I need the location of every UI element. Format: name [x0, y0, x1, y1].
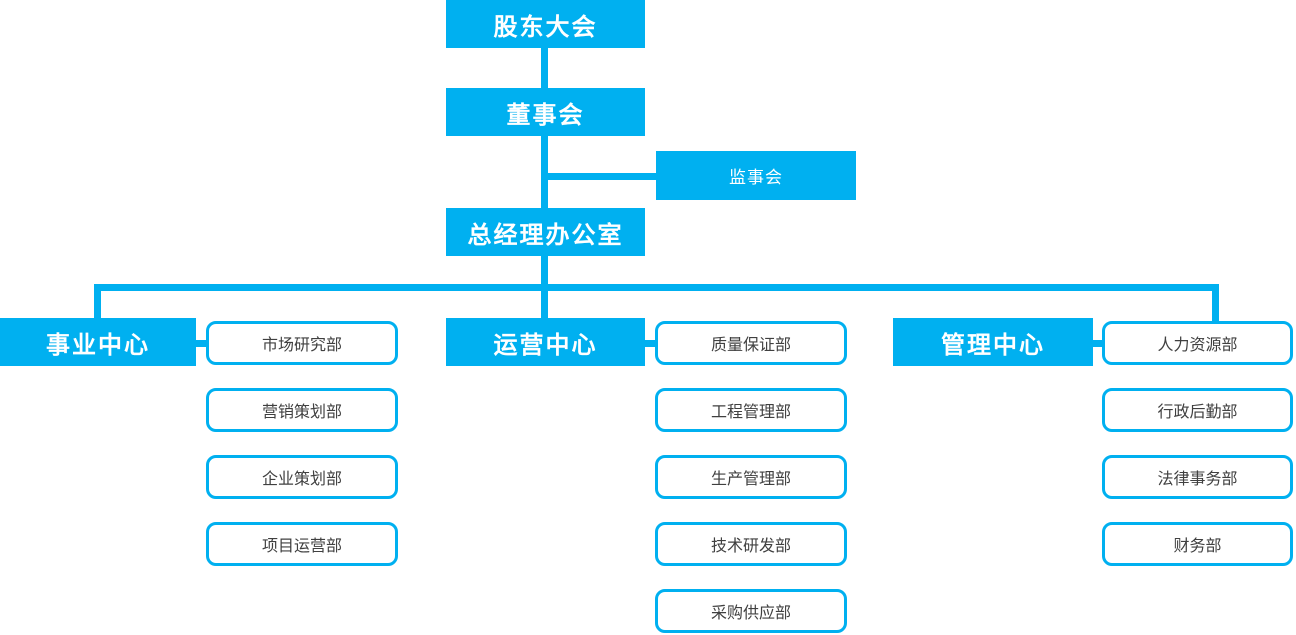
- org-dept-label: 生产管理部: [710, 471, 791, 488]
- org-node-label: 事业中心: [46, 331, 150, 359]
- org-node-supervisory-board: 监事会: [656, 151, 856, 200]
- connector-stub-business: [196, 340, 206, 347]
- org-node-label: 监事会: [729, 168, 783, 187]
- connector-gm-down: [541, 256, 548, 291]
- org-dept-corporate-planning: 企业策划部: [206, 455, 398, 499]
- org-dept-label: 工程管理部: [710, 404, 791, 421]
- connector-board-gm: [541, 136, 548, 208]
- connector-stub-management: [1093, 340, 1102, 347]
- org-dept-rnd: 技术研发部: [655, 522, 847, 566]
- org-dept-project-operations: 项目运营部: [206, 522, 398, 566]
- org-dept-production-management: 生产管理部: [655, 455, 847, 499]
- org-dept-label: 质量保证部: [710, 337, 791, 354]
- org-node-board-of-directors: 董事会: [446, 88, 645, 136]
- org-node-gm-office: 总经理办公室: [446, 208, 645, 256]
- org-dept-label: 营销策划部: [261, 404, 342, 421]
- org-node-business-center: 事业中心: [0, 318, 196, 366]
- org-dept-market-research: 市场研究部: [206, 321, 398, 365]
- org-node-label: 运营中心: [493, 331, 598, 359]
- org-dept-label: 行政后勤部: [1157, 404, 1238, 421]
- org-node-management-center: 管理中心: [893, 318, 1093, 366]
- org-node-operations-center: 运营中心: [446, 318, 645, 366]
- org-dept-label: 法律事务部: [1157, 471, 1238, 488]
- connector-drop-right: [1212, 284, 1219, 322]
- org-dept-human-resources: 人力资源部: [1102, 321, 1293, 365]
- org-dept-finance: 财务部: [1102, 522, 1293, 566]
- org-node-label: 总经理办公室: [467, 221, 624, 249]
- org-dept-quality-assurance: 质量保证部: [655, 321, 847, 365]
- org-dept-label: 市场研究部: [261, 337, 342, 354]
- connector-drop-left: [94, 284, 101, 318]
- org-node-label: 董事会: [506, 101, 585, 129]
- org-dept-procurement-supply: 采购供应部: [655, 589, 847, 633]
- org-node-label: 股东大会: [493, 13, 598, 41]
- org-dept-label: 财务部: [1173, 538, 1222, 555]
- org-dept-label: 技术研发部: [710, 538, 791, 555]
- connector-shareholders-board: [541, 48, 548, 88]
- org-dept-label: 人力资源部: [1157, 337, 1238, 354]
- org-node-label: 管理中心: [941, 331, 1045, 359]
- org-dept-engineering-management: 工程管理部: [655, 388, 847, 432]
- connector-drop-center: [541, 284, 548, 318]
- connector-stub-operations: [645, 340, 655, 347]
- connector-supervisory-branch: [545, 173, 656, 180]
- org-dept-admin-logistics: 行政后勤部: [1102, 388, 1293, 432]
- connector-distribution-horizontal: [94, 284, 1219, 291]
- org-dept-label: 采购供应部: [710, 605, 791, 622]
- org-dept-label: 企业策划部: [261, 471, 342, 488]
- org-node-shareholders-meeting: 股东大会: [446, 0, 645, 48]
- org-dept-legal-affairs: 法律事务部: [1102, 455, 1293, 499]
- org-dept-label: 项目运营部: [261, 538, 342, 555]
- org-dept-marketing-planning: 营销策划部: [206, 388, 398, 432]
